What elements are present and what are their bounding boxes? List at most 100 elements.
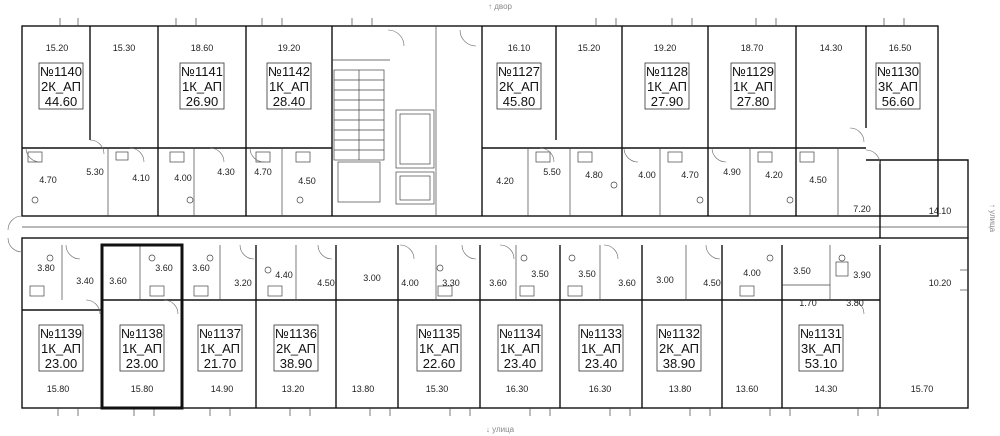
apartment-label-boxes <box>38 62 921 372</box>
room-area: 3.00 <box>363 273 381 283</box>
room-area: 4.00 <box>743 268 761 278</box>
room-area: 4.50 <box>317 278 335 288</box>
room-area: 16.30 <box>589 384 612 394</box>
room-area: 15.30 <box>113 43 136 53</box>
apartment-1136[interactable]: №1136 2К_АП 38.90 <box>275 326 317 371</box>
room-area: 4.90 <box>723 167 741 177</box>
room-area: 10.20 <box>929 278 952 288</box>
apartment-number: №1133 <box>580 326 622 341</box>
apartment-type: 1К_АП <box>500 341 540 356</box>
room-area: 4.30 <box>217 167 235 177</box>
apartment-area: 23.40 <box>585 356 618 371</box>
apartment-number: №1141 <box>181 64 223 79</box>
apartment-1138[interactable]: №1138 1К_АП 23.00 <box>121 326 163 371</box>
apartment-1129[interactable]: №1129 1К_АП 27.80 <box>732 64 774 109</box>
room-area: 3.60 <box>618 278 636 288</box>
apartment-1139[interactable]: №1139 1К_АП 23.00 <box>40 326 82 371</box>
room-area: 3.90 <box>853 270 871 280</box>
door-swings <box>7 29 881 315</box>
apartment-1133[interactable]: №1133 1К_АП 23.40 <box>580 326 622 371</box>
apartment-number: №1129 <box>732 64 774 79</box>
apartment-1142[interactable]: №1142 1К_АП 28.40 <box>268 64 310 109</box>
room-area: 15.70 <box>911 384 934 394</box>
room-area: 15.30 <box>426 384 449 394</box>
apartment-1127[interactable]: №1127 2К_АП 45.80 <box>498 64 540 109</box>
room-area: 18.60 <box>191 43 214 53</box>
room-area: 4.80 <box>585 170 603 180</box>
direction-bottom-label: ↓ улица <box>486 425 515 434</box>
apartment-number: №1131 <box>800 326 842 341</box>
room-area: 3.20 <box>234 278 252 288</box>
room-area: 13.80 <box>669 384 692 394</box>
apartment-area: 26.90 <box>186 94 219 109</box>
apartment-type: 3К_АП <box>878 79 918 94</box>
room-area: 3.60 <box>489 278 507 288</box>
room-area: 15.80 <box>131 384 154 394</box>
apartment-number: №1138 <box>121 326 163 341</box>
apartment-area: 27.80 <box>737 94 770 109</box>
apartment-type: 2К_АП <box>41 79 81 94</box>
apartment-1131[interactable]: №1131 3К_АП 53.10 <box>800 326 842 371</box>
room-area: 3.00 <box>656 275 674 285</box>
apartment-area: 27.90 <box>651 94 684 109</box>
room-area: 3.60 <box>192 263 210 273</box>
room-area: 14.90 <box>211 384 234 394</box>
apartment-type: 3К_АП <box>801 341 841 356</box>
room-area: 4.50 <box>703 278 721 288</box>
apartment-type: 1К_АП <box>733 79 773 94</box>
room-area: 3.50 <box>531 269 549 279</box>
top-partitions <box>22 26 938 238</box>
room-area: 3.30 <box>442 278 460 288</box>
room-area: 3.60 <box>155 263 173 273</box>
room-area: 5.50 <box>543 167 561 177</box>
room-area: 7.20 <box>853 204 871 214</box>
apartment-type: 2К_АП <box>499 79 539 94</box>
apartment-type: 1К_АП <box>182 79 222 94</box>
apartment-type: 1К_АП <box>581 341 621 356</box>
room-area: 14.10 <box>929 206 952 216</box>
direction-top-label: ↑ двор <box>488 2 513 11</box>
room-area: 14.30 <box>815 384 838 394</box>
room-area: 16.50 <box>889 43 912 53</box>
apartment-number: №1130 <box>877 64 919 79</box>
room-area: 4.50 <box>809 175 827 185</box>
apartment-1140[interactable]: №1140 2К_АП 44.60 <box>40 64 82 109</box>
apartment-number: №1135 <box>418 326 460 341</box>
room-area: 5.30 <box>86 167 104 177</box>
room-area: 3.80 <box>37 263 55 273</box>
room-areas-middle: 7.20 14.10 <box>853 204 951 216</box>
apartment-area: 22.60 <box>423 356 456 371</box>
apartment-number: №1137 <box>199 326 241 341</box>
apartment-1137[interactable]: №1137 1К_АП 21.70 <box>199 326 241 371</box>
apartment-number: №1139 <box>40 326 82 341</box>
room-area: 4.00 <box>401 278 419 288</box>
room-area: 3.80 <box>846 298 864 308</box>
room-areas-top-lower: 4.70 5.30 4.10 4.00 4.30 4.70 4.50 4.20 … <box>39 167 827 186</box>
stair-core <box>332 26 437 216</box>
apartment-type: 1К_АП <box>41 341 81 356</box>
direction-right-label: ↑ улица <box>988 204 997 233</box>
room-area: 1.70 <box>799 298 817 308</box>
apartment-type: 1К_АП <box>200 341 240 356</box>
apartment-area: 44.60 <box>45 94 78 109</box>
room-area: 18.70 <box>741 43 764 53</box>
apartment-type: 1К_АП <box>419 341 459 356</box>
apartment-1135[interactable]: №1135 1К_АП 22.60 <box>418 326 460 371</box>
room-area: 4.10 <box>132 173 150 183</box>
apartment-area: 45.80 <box>503 94 536 109</box>
apartment-number: №1128 <box>646 64 688 79</box>
apartment-number: №1140 <box>40 64 82 79</box>
apartment-1132[interactable]: №1132 2К_АП 38.90 <box>658 326 700 371</box>
apartment-area: 21.70 <box>204 356 237 371</box>
apartment-number: №1142 <box>268 64 310 79</box>
apartment-type: 1К_АП <box>122 341 162 356</box>
apartment-1130[interactable]: №1130 3К_АП 56.60 <box>877 64 919 109</box>
apartment-area: 28.40 <box>273 94 306 109</box>
room-area: 4.70 <box>681 170 699 180</box>
apartment-1128[interactable]: №1128 1К_АП 27.90 <box>646 64 688 109</box>
selected-apartment-outline <box>100 243 184 410</box>
apartment-1141[interactable]: №1141 1К_АП 26.90 <box>181 64 223 109</box>
apartment-1134[interactable]: №1134 1К_АП 23.40 <box>499 326 541 371</box>
room-area: 4.40 <box>275 270 293 280</box>
